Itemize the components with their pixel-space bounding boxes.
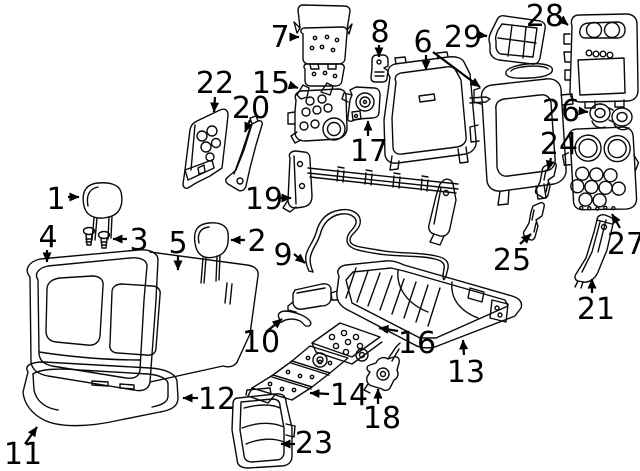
part-1-headrest — [82, 182, 123, 241]
armrest-back-panel — [287, 88, 348, 144]
callout-19-label[interactable]: 19 — [245, 182, 283, 217]
callout-13[interactable]: 13 — [447, 339, 485, 390]
callout-4[interactable]: 4 — [38, 220, 58, 263]
callout-8-label[interactable]: 8 — [370, 15, 389, 50]
part-7-armrest-lid — [293, 4, 353, 87]
callout-8[interactable]: 8 — [370, 15, 390, 58]
part-20-bracket — [225, 115, 263, 192]
callout-6[interactable]: 6 — [413, 25, 481, 88]
callout-22-label[interactable]: 22 — [196, 66, 234, 101]
callout-1-label[interactable]: 1 — [46, 182, 65, 217]
callout-17[interactable]: 17 — [350, 120, 388, 169]
part-22-side-bracket — [182, 108, 229, 189]
callout-24[interactable]: 24 — [540, 127, 578, 171]
callout-26[interactable]: 26 — [542, 94, 589, 129]
callout-10[interactable]: 10 — [242, 318, 283, 360]
callout-6-label[interactable]: 6 — [413, 25, 432, 60]
callout-26-label[interactable]: 26 — [542, 94, 580, 129]
callout-25[interactable]: 25 — [493, 233, 532, 278]
callout-21[interactable]: 21 — [577, 278, 615, 327]
part-17-latch — [341, 86, 381, 122]
callout-16-label[interactable]: 16 — [398, 326, 436, 361]
callout-22[interactable]: 22 — [196, 66, 234, 113]
callout-1[interactable]: 1 — [46, 182, 80, 217]
callout-28-label[interactable]: 28 — [526, 0, 564, 34]
callout-4-label[interactable]: 4 — [38, 220, 57, 255]
callout-23-label[interactable]: 23 — [295, 426, 333, 461]
callout-5-label[interactable]: 5 — [168, 226, 187, 261]
callout-20[interactable]: 20 — [232, 91, 270, 133]
part-27-cupholder-panel — [561, 126, 640, 211]
callout-15[interactable]: 15 — [252, 66, 299, 101]
callout-29-label[interactable]: 29 — [444, 20, 482, 55]
callout-2-label[interactable]: 2 — [247, 224, 266, 259]
callout-27-label[interactable]: 27 — [607, 227, 640, 262]
part-4-seatback-cover — [26, 249, 159, 392]
part-13-seat-pan — [330, 260, 523, 349]
callout-24-label[interactable]: 24 — [540, 127, 578, 162]
callout-7-label[interactable]: 7 — [270, 20, 289, 55]
callout-14-label[interactable]: 14 — [330, 378, 368, 413]
callout-11-label[interactable]: 11 — [4, 437, 42, 471]
callout-12[interactable]: 12 — [182, 382, 236, 417]
part-12-seat-cushion — [22, 361, 179, 427]
callout-19[interactable]: 19 — [245, 182, 292, 217]
part-3-screws — [82, 226, 111, 249]
part-6-seatback-frame — [383, 51, 491, 171]
callout-13-label[interactable]: 13 — [447, 355, 485, 390]
callout-16[interactable]: 16 — [378, 325, 436, 361]
callout-5[interactable]: 5 — [168, 226, 188, 271]
callout-3-label[interactable]: 3 — [129, 223, 148, 258]
callout-18-label[interactable]: 18 — [363, 401, 401, 436]
callout-2[interactable]: 2 — [230, 224, 267, 259]
part-10-handle — [277, 310, 312, 327]
part-15-striker — [296, 82, 334, 100]
callout-25-label[interactable]: 25 — [493, 243, 531, 278]
part-5-seatback-panel — [109, 251, 259, 383]
callout-3[interactable]: 3 — [112, 223, 149, 258]
part-19-riser-frame — [282, 150, 459, 246]
part-23-jump-seat — [231, 387, 296, 469]
part-9-latch-wire — [287, 208, 449, 313]
part-2-headrest — [193, 222, 229, 284]
part-28-console-panel — [563, 13, 639, 109]
callout-12-label[interactable]: 12 — [198, 382, 236, 417]
callout-10-label[interactable]: 10 — [242, 325, 280, 360]
part-16-hinge-plate — [311, 322, 383, 368]
part-14-hinge-mats — [247, 345, 349, 404]
callout-18[interactable]: 18 — [363, 388, 401, 436]
callout-9-label[interactable]: 9 — [273, 238, 292, 273]
callout-27[interactable]: 27 — [607, 213, 640, 262]
callout-7[interactable]: 7 — [270, 20, 300, 55]
callout-14[interactable]: 14 — [309, 378, 368, 413]
callout-28[interactable]: 28 — [526, 0, 569, 34]
part-29-storage-bin — [488, 15, 546, 65]
callout-29[interactable]: 29 — [444, 20, 488, 55]
callout-11[interactable]: 11 — [4, 426, 42, 471]
part-24-bracket — [534, 162, 557, 199]
part-8-clip — [370, 54, 389, 83]
part-21-pillar-trim — [574, 214, 615, 289]
callout-9[interactable]: 9 — [273, 238, 306, 273]
part-18-latch — [363, 342, 401, 394]
callout-17-label[interactable]: 17 — [350, 134, 388, 169]
part-26-cupholder-rings — [589, 103, 633, 131]
part-25-bracket — [522, 202, 545, 241]
callout-15-label[interactable]: 15 — [252, 66, 290, 101]
callout-20-label[interactable]: 20 — [232, 91, 270, 126]
callout-23[interactable]: 23 — [280, 426, 333, 461]
callout-21-label[interactable]: 21 — [577, 292, 615, 327]
